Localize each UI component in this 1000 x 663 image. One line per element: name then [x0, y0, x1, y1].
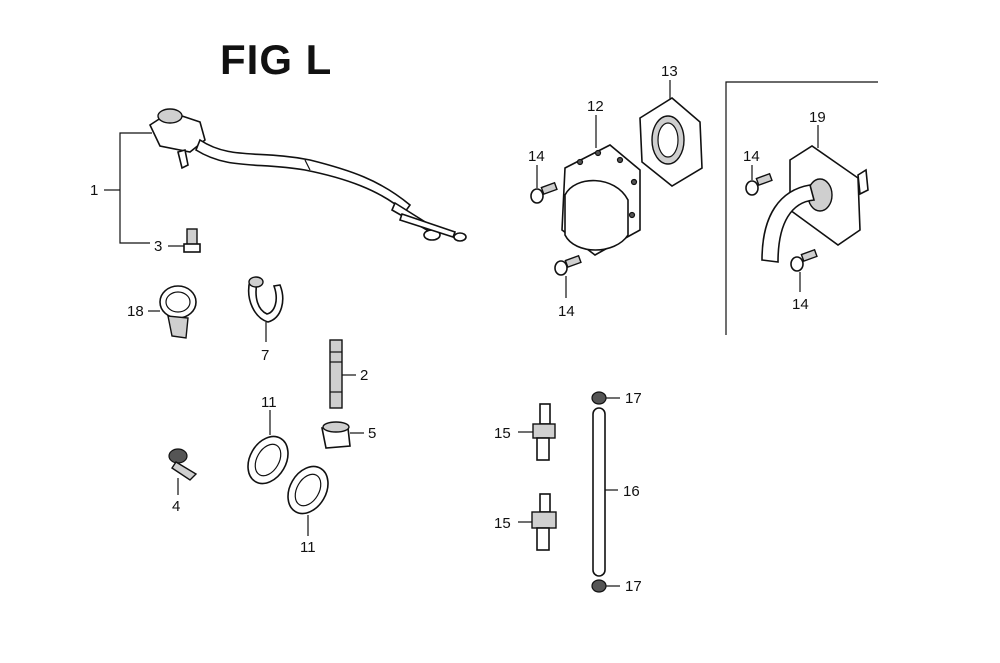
part-18-hose-clamp: [148, 285, 197, 339]
part-11-gasket-lower: [287, 465, 329, 536]
part-17-clamp-upper: [591, 391, 620, 405]
part-13-flange-ring: [639, 80, 703, 187]
callout-14-c: 14: [743, 148, 760, 165]
part-12-cover: [561, 115, 641, 256]
callout-17-lower: 17: [625, 578, 642, 595]
part-3-bolt: [168, 228, 201, 253]
callout-14-b: 14: [558, 303, 575, 320]
callout-17-upper: 17: [625, 390, 642, 407]
part-15-fitting-lower: [518, 493, 557, 551]
callout-1: 1: [90, 182, 98, 199]
callout-18: 18: [127, 303, 144, 320]
part-14-screw-c: [745, 165, 773, 196]
callout-11-lower: 11: [300, 539, 316, 556]
callout-14-d: 14: [792, 296, 809, 313]
callout-15-upper: 15: [494, 425, 511, 442]
callout-16: 16: [623, 483, 640, 500]
part-2-stud: [329, 339, 356, 409]
part-4-flange-bolt: [168, 448, 198, 495]
part-16-tube: [592, 407, 618, 577]
callout-13: 13: [661, 63, 678, 80]
figure-title: FIG L: [220, 36, 333, 83]
callout-4: 4: [172, 498, 180, 515]
part-14-screw-d: [790, 248, 818, 292]
callout-19: 19: [809, 109, 826, 126]
leader-1: [104, 132, 152, 244]
part-19-bracket-line: [725, 81, 878, 335]
callout-14-a: 14: [528, 148, 545, 165]
callout-5: 5: [368, 425, 376, 442]
part-14-screw-b: [554, 254, 582, 298]
part-7-clip: [248, 276, 284, 342]
part-5-nut: [321, 421, 364, 449]
part-1-cable-assembly: [148, 108, 467, 242]
callout-7: 7: [261, 347, 269, 364]
part-14-screw-a: [530, 165, 558, 204]
part-17-clamp-lower: [591, 579, 620, 593]
callout-3: 3: [154, 238, 162, 255]
callout-2: 2: [360, 367, 368, 384]
part-11-gasket-upper: [247, 410, 289, 485]
part-15-fitting-upper: [518, 403, 556, 461]
part-19-elbow-pipe: [761, 125, 869, 263]
callout-11-upper: 11: [261, 394, 277, 411]
callout-12: 12: [587, 98, 604, 115]
callout-15-lower: 15: [494, 515, 511, 532]
